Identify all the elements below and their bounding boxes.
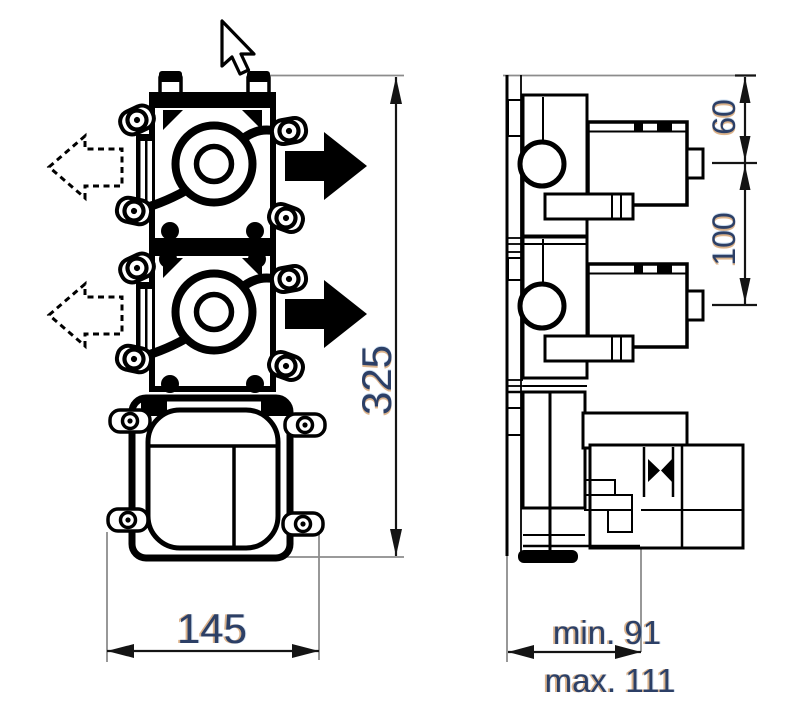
front-view [49, 71, 367, 562]
side-valve-module-2 [520, 237, 703, 378]
dim-depth-max-label: max. 111 [545, 662, 676, 699]
dimension-height [390, 77, 402, 556]
dimension-width [107, 644, 319, 658]
dim-port-offset-label: 60 [706, 99, 742, 135]
dimension-chain-ports [712, 74, 757, 307]
dimension-depth [508, 645, 641, 659]
valve-symbol-icon [648, 459, 660, 482]
dim-port-spacing-label: 100 [706, 212, 742, 265]
front-valve-module-2 [49, 240, 367, 389]
function-unit-front [106, 394, 327, 562]
dim-depth-min-label: min. 91 [553, 614, 661, 651]
dim-width-label: 145 [177, 605, 247, 652]
cursor-icon [220, 19, 256, 76]
dim-height-label: 325 [353, 345, 400, 415]
junction-pegs [159, 222, 266, 393]
valve-symbol-icon [661, 459, 672, 482]
side-view [505, 75, 745, 563]
function-unit-side [518, 390, 745, 563]
front-valve-module-1 [49, 92, 367, 241]
side-valve-module-1 [520, 95, 703, 236]
